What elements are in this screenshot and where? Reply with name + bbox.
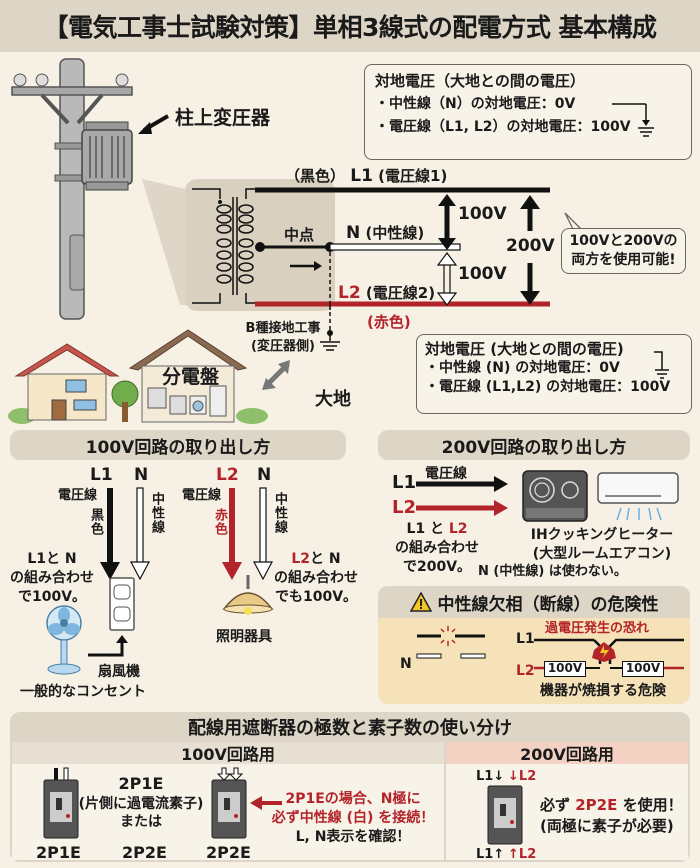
l2-down-arrow [222, 488, 242, 580]
breaker-2p2e-alt-label: 2P2E [122, 843, 167, 862]
l1-label: L1 [90, 465, 113, 485]
load-box-left: 100V [544, 661, 586, 677]
l1-right-arrow [416, 476, 508, 516]
neutral-vertical-label: 中性線 [272, 492, 287, 534]
breaker-options-text: 2P1E (片側に過電流素子) または [78, 774, 204, 831]
l1-l2-combo-text: L1 と L2 の組み合わせ で200V。 [395, 521, 479, 575]
warning-left-arrow [250, 796, 282, 810]
ground-voltage-box-top: 対地電圧（大地との間の電圧） ・中性線（N）の対地電圧：0V ・電圧線（L1, … [364, 64, 692, 160]
l2-label: L2 [516, 663, 535, 679]
ground-symbol-icon [612, 103, 654, 137]
dashed-ground-line [320, 305, 340, 351]
neutral-ground-voltage: ・中性線（N）の対地電圧：0V [375, 96, 576, 113]
tree-icon [111, 380, 139, 422]
top-l1-label: L1↓ [476, 769, 505, 784]
overvoltage-warning: 過電圧発生の恐れ [545, 621, 650, 636]
voltage-l1-n: 100V [458, 204, 507, 224]
neutral-wire-label: N (中性線) [346, 223, 425, 243]
l1-down-arrow [100, 488, 120, 580]
lighting-fixture-label: 照明器具 [216, 629, 272, 645]
bottom-l1-label: L1↑ [476, 847, 505, 862]
live-ground-voltage: ・電圧線（L1, L2）の対地電圧：100V [375, 119, 631, 136]
page-title: 【電気工事士試験対策】単相3線式の配電方式 基本構成 [0, 0, 700, 52]
red-color-label: 赤色 [212, 508, 227, 536]
section-title-200v: 200V回路の取り出し方 [378, 430, 690, 460]
voltage-arrow-l1-l2 [520, 195, 540, 305]
ground-voltage-box-bottom: 対地電圧 (大地との間の電圧) ・中性線 (N) の対地電圧：0V ・電圧線 (… [416, 334, 692, 414]
breaker-200v-icon [487, 785, 523, 845]
general-outlet-label: 一般的なコンセント [20, 684, 146, 700]
l1-label: L1 [392, 472, 416, 493]
top-l2-label: ↓L2 [508, 769, 537, 784]
breaker-2p2e-label: 2P2E [206, 843, 251, 862]
voltage-arrow-l1-n [438, 194, 456, 250]
live-wire-label: 電圧線 [182, 488, 222, 503]
section-title-100v: 100V回路の取り出し方 [10, 430, 346, 460]
col-100v-header: 100V回路用 [12, 742, 444, 764]
l2-label: L2 [392, 497, 416, 518]
connector-arrow [88, 635, 128, 657]
live-wire-label: 電圧線 [58, 488, 98, 503]
n-label: N [257, 465, 272, 485]
breaker-2p1e-icon [43, 767, 79, 839]
b-type-grounding-label: B種接地工事 (変圧器側) [245, 321, 321, 354]
fan-label: 扇風機 [98, 664, 140, 680]
breaker-2p2e-icon [211, 767, 247, 839]
damage-warning: 機器が焼損する危険 [540, 683, 666, 699]
distribution-panel-label: 分電盤 [162, 366, 220, 388]
l1-n-combo-text: L1と N の組み合わせ で100V。 [10, 551, 94, 605]
l2-n-combo-text: L2と N の組み合わせ でも100V。 [274, 551, 358, 605]
callout-both-voltages: 100Vと200Vの 両方を使用可能! [561, 228, 686, 274]
three-wire-diagram [255, 187, 550, 310]
n-label: N [134, 465, 149, 485]
neutral-connection-warning: 2P1Eの場合、N極に 必ず中性線 (白) を接続！ L, N表示を確認！ [271, 791, 435, 845]
breaker-2p1e-label: 2P1E [36, 843, 81, 862]
col-200v-header: 200V回路用 [446, 742, 688, 764]
n-down-arrow [253, 487, 273, 581]
pole-transformer-label: 柱上変圧器 [175, 107, 271, 129]
broken-wire-icon [416, 626, 486, 659]
l1-wire-label: （黒色） L1 (電圧線1) [285, 166, 448, 186]
l1-label: L1 [516, 631, 535, 647]
danger-header: 中性線欠相（断線）の危険性 [378, 586, 690, 618]
ih-cooking-heater-icon [522, 470, 588, 522]
house-icon [8, 343, 120, 424]
panel-house-icon [128, 329, 268, 424]
l2-label: L2 [216, 465, 239, 485]
midpoint-label: 中点 [284, 226, 315, 244]
neutral-not-used-note: N (中性線) は使わない。 [478, 564, 627, 579]
l2-wire-label: L2 (電圧線2) [338, 283, 436, 303]
overvoltage-circuit [534, 638, 684, 670]
load-box-right: 100V [622, 661, 664, 677]
ceiling-lamp-icon [222, 575, 274, 615]
neutral-vertical-label: 中性線 [149, 492, 164, 534]
air-conditioner-icon [597, 472, 679, 521]
n-label: N [400, 656, 412, 672]
black-color-label: 黒色 [88, 508, 103, 536]
voltage-arrow-n-l2 [436, 252, 458, 306]
voltage-l1-l2: 200V [506, 236, 555, 256]
fan-icon [46, 605, 82, 675]
utility-pole-icon [11, 58, 133, 320]
breaker-col-200v: 200V回路用 [446, 742, 688, 860]
neutral-break-danger-panel: 中性線欠相（断線）の危険性 [378, 586, 690, 704]
voltage-n-l2: 100V [458, 264, 507, 284]
ground-voltage-heading: 対地電圧（大地との間の電圧） [375, 72, 585, 90]
earth-label: 大地 [315, 389, 351, 410]
pointer-arrow-icon [138, 114, 170, 134]
warning-icon [409, 591, 432, 612]
pole-transformer-icon [80, 121, 136, 192]
utility-pole-illustration [0, 55, 140, 320]
ground-symbol-icon [654, 351, 669, 379]
live-wire-label: 電圧線 [425, 466, 467, 482]
double-arrow-icon [262, 360, 290, 390]
must-use-2p2e-note: 必ず 2P2E を使用！ (両極に素子が必要) [540, 796, 683, 835]
appliance-label: IHクッキングヒーター (大型ルームエアコン) [530, 527, 674, 562]
l2-color-label: (赤色) [367, 313, 411, 331]
n-down-arrow [130, 487, 150, 581]
bottom-l2-label: ↑L2 [508, 847, 537, 862]
breaker-section-title: 配線用遮断器の極数と素子数の使い分け [188, 718, 512, 739]
outlet-icon [109, 577, 135, 631]
